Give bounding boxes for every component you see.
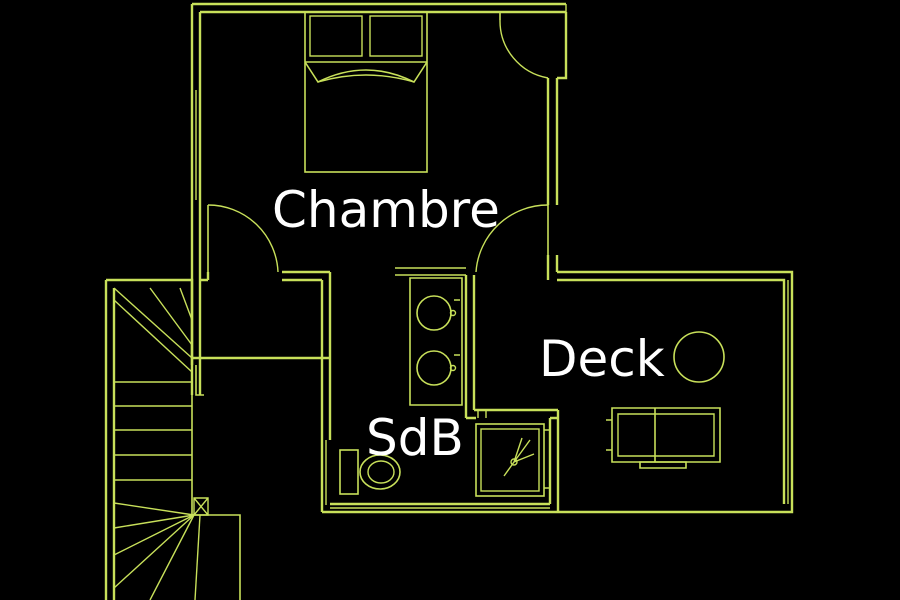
bedroom-door bbox=[207, 204, 279, 273]
lounge-chair bbox=[606, 407, 721, 469]
double-bed bbox=[304, 11, 428, 173]
shower bbox=[475, 423, 550, 497]
room-label-bedroom: Chambre bbox=[272, 181, 500, 239]
bathroom-walls bbox=[320, 275, 560, 514]
room-label-deck: Deck bbox=[539, 330, 665, 388]
landing-walls bbox=[190, 272, 332, 396]
round-table bbox=[673, 331, 725, 383]
toilet bbox=[339, 449, 401, 495]
deck-door bbox=[475, 204, 549, 273]
bedroom-walls bbox=[190, 2, 566, 282]
deck-walls bbox=[557, 4, 794, 514]
room-label-bathroom: SdB bbox=[366, 409, 464, 467]
entry-door bbox=[499, 12, 549, 79]
staircase bbox=[104, 278, 241, 600]
double-sink-vanity bbox=[395, 267, 466, 406]
